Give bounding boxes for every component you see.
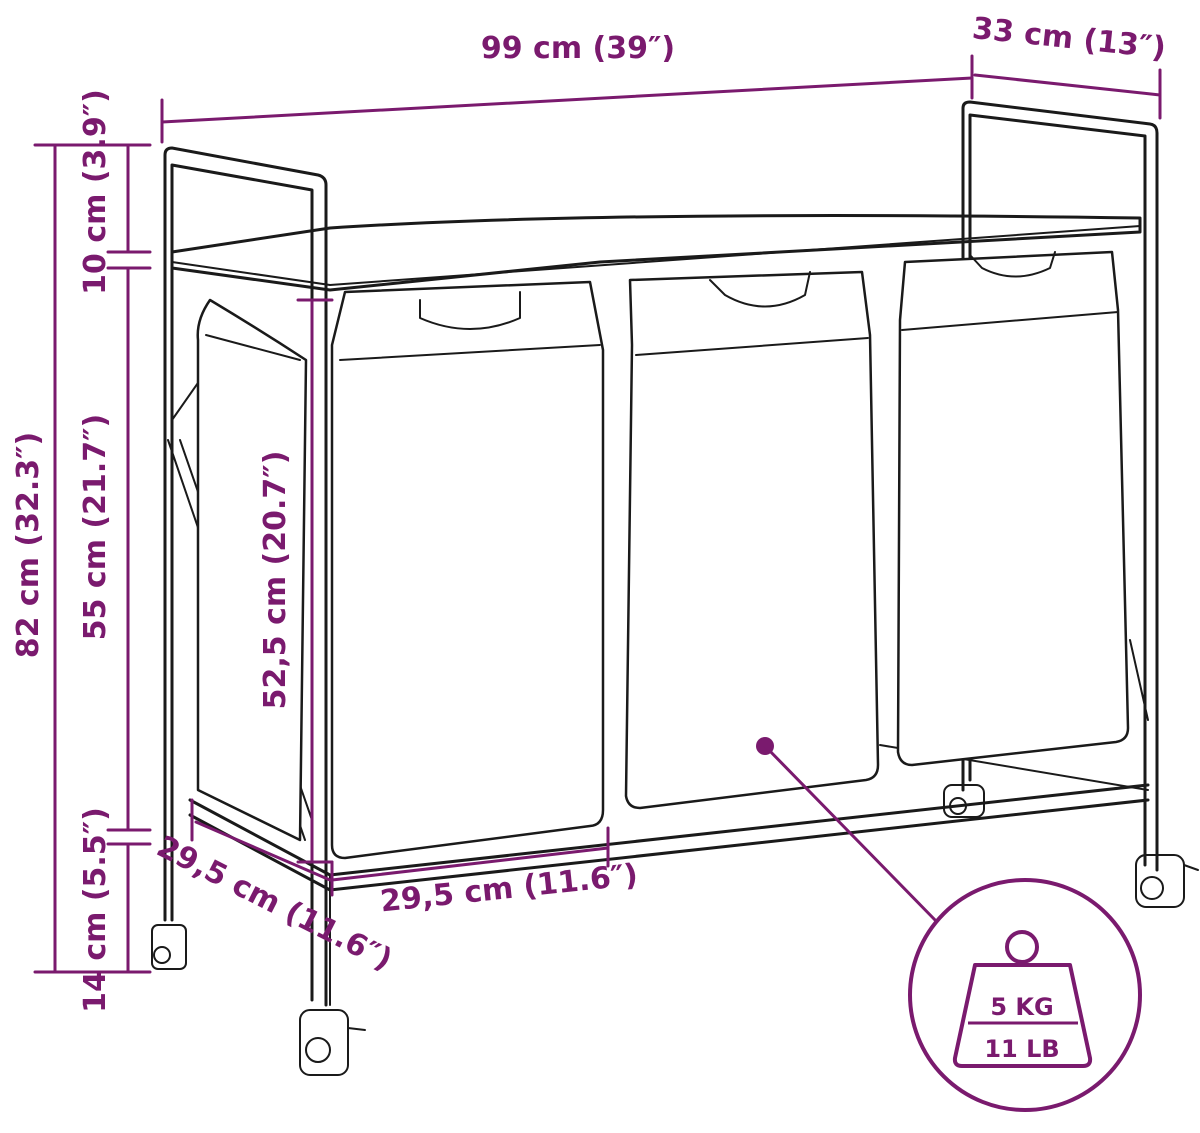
dimension-lines <box>33 54 1162 974</box>
left-handle-frame <box>163 146 328 1007</box>
right-handle-frame <box>961 100 1159 872</box>
bag-3 <box>896 250 1130 767</box>
dim-total-height-label: 82 cm (32.3″) <box>11 432 46 659</box>
weight-callout: 5 KG 11 LB <box>756 737 1142 1112</box>
weight-badge-ring <box>908 878 1142 1112</box>
dim-bottom-clearance-label: 14 cm (5.5″) <box>78 807 113 1013</box>
weight-icon <box>952 930 1093 1068</box>
laundry-sorter-drawing <box>151 100 1199 1076</box>
weight-kg-label: 5 KG <box>990 993 1053 1021</box>
caster-back-right <box>1135 854 1199 908</box>
dim-bag-section-label: 55 cm (21.7″) <box>78 414 113 641</box>
dim-line-bag-width <box>330 846 610 882</box>
bag-1 <box>330 280 605 860</box>
top-shelf <box>170 214 1142 292</box>
side-bag <box>196 298 308 842</box>
dim-bag-width-label: 29,5 cm (11.6″) <box>378 858 639 920</box>
weight-lb-label: 11 LB <box>984 1035 1059 1063</box>
caster-front-left <box>151 924 187 970</box>
bag-2 <box>624 270 880 810</box>
dim-depth-label: 33 cm (13″) <box>971 11 1168 66</box>
dim-line-bag-depth <box>194 820 332 882</box>
callout-leader <box>763 744 939 924</box>
caster-front-center <box>299 1009 366 1076</box>
caster-back-center <box>943 784 985 818</box>
dim-line-width <box>160 76 974 124</box>
dim-top-gap-label: 10 cm (3.9″) <box>78 89 113 295</box>
dim-bag-height-label: 52,5 cm (20.7″) <box>258 451 293 710</box>
dim-width-label: 99 cm (39″) <box>481 31 675 66</box>
dim-line-depth <box>973 73 1162 97</box>
